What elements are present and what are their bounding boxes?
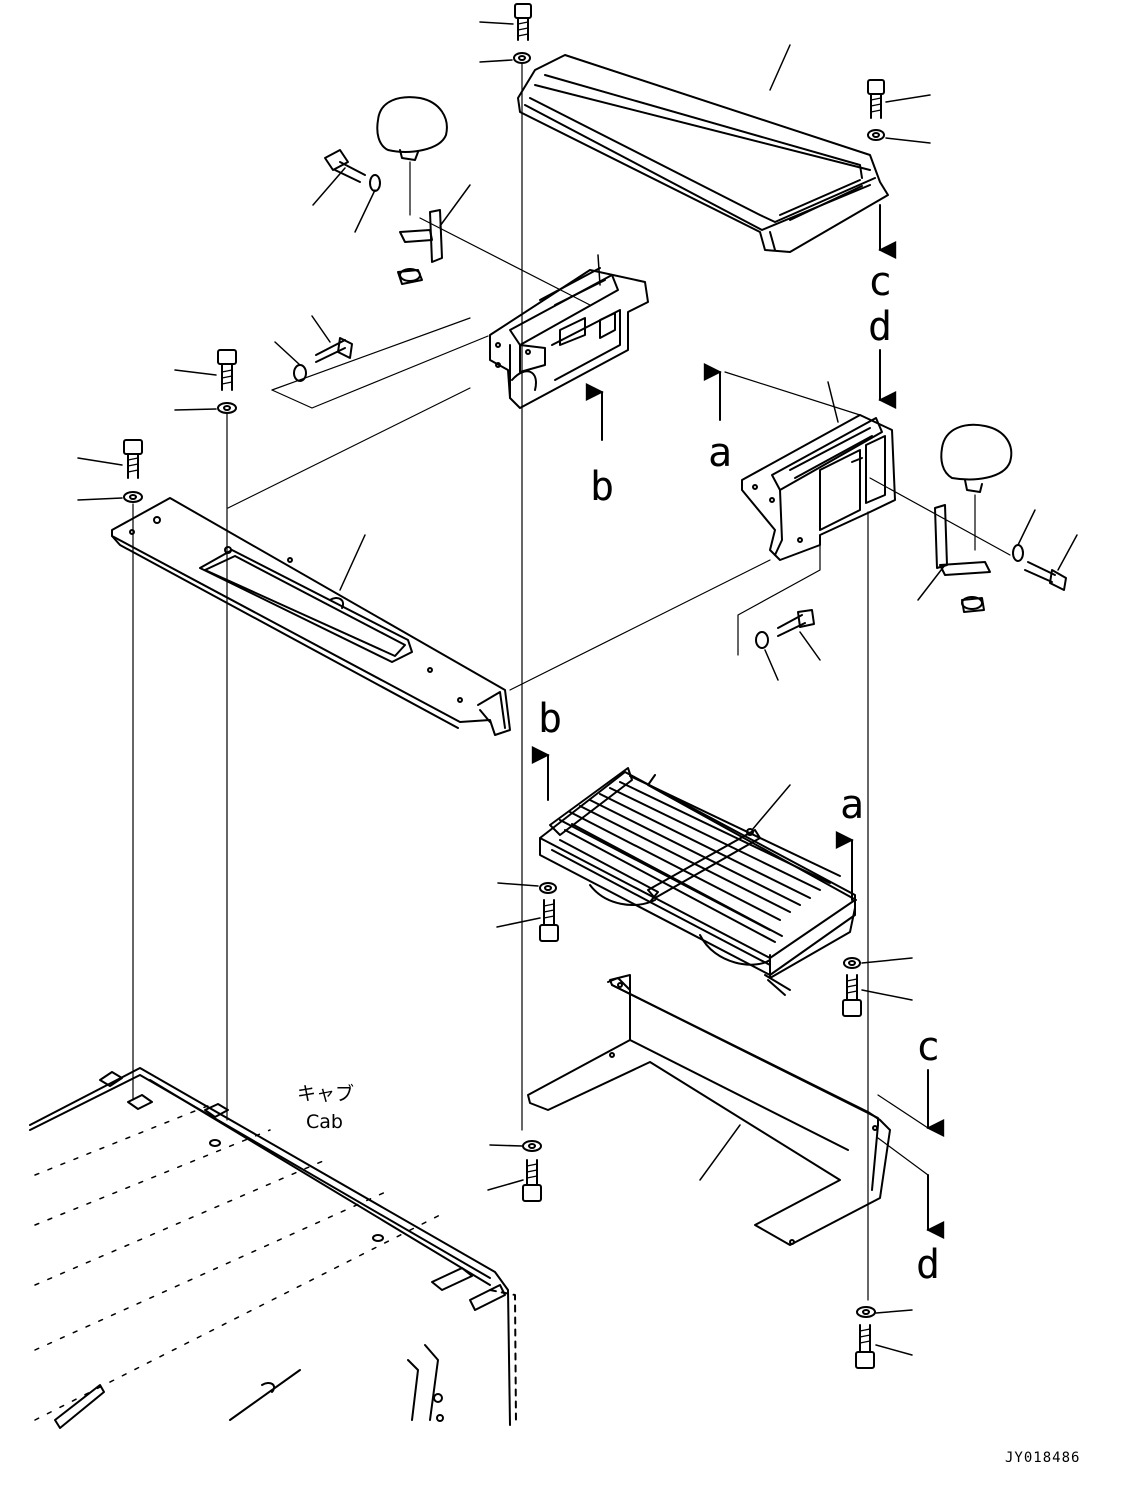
nut-right bbox=[961, 596, 985, 613]
bolt-under-unit-left bbox=[496, 899, 559, 942]
bolt-under-unit-right bbox=[842, 974, 913, 1017]
label-b-upper: b bbox=[590, 464, 614, 510]
lower-support-bracket bbox=[527, 974, 891, 1246]
bolt-bottom-right bbox=[855, 1324, 913, 1369]
washer-under-unit-right bbox=[843, 957, 913, 969]
nut-left bbox=[397, 268, 423, 285]
bolt-center-left bbox=[274, 315, 353, 382]
bolt-lower-left bbox=[487, 1159, 542, 1202]
washer-under-unit-left bbox=[497, 882, 557, 894]
bolt-lamp-left bbox=[312, 149, 381, 233]
bolt-lamp-right bbox=[1012, 509, 1078, 591]
center-bracket-upper bbox=[489, 254, 649, 409]
washer-bottom-right bbox=[856, 1306, 913, 1318]
cab-label-jp: キャブ bbox=[297, 1082, 354, 1105]
cab-label-en: Cab bbox=[306, 1111, 343, 1133]
drawing-code: JY018486 bbox=[1005, 1450, 1080, 1466]
mounting-plate-long bbox=[111, 497, 511, 736]
bolt-top-left bbox=[479, 3, 532, 41]
lamp-bracket-right bbox=[917, 504, 991, 601]
top-cover bbox=[517, 44, 889, 253]
work-lamp-left bbox=[376, 96, 448, 216]
label-d-upper: d bbox=[868, 304, 892, 350]
label-a-lower: a bbox=[840, 782, 864, 828]
bolt-mid-left bbox=[174, 349, 237, 414]
washer-lower-left bbox=[489, 1140, 542, 1152]
label-d-lower: d bbox=[916, 1242, 940, 1288]
lamp-bracket-left bbox=[399, 184, 471, 263]
work-lamp-right bbox=[940, 423, 1013, 551]
right-bracket bbox=[741, 381, 896, 561]
bolt-far-left bbox=[77, 439, 143, 503]
reference-labels: c d a b b a c d bbox=[538, 259, 940, 1288]
condenser-unit bbox=[539, 767, 857, 996]
label-b-lower: b bbox=[538, 696, 562, 742]
washer-top-right bbox=[867, 129, 931, 144]
bolt-top-right bbox=[867, 79, 931, 119]
label-c-lower: c bbox=[916, 1024, 940, 1070]
label-a-upper: a bbox=[708, 430, 732, 476]
washer-top-left bbox=[479, 52, 531, 64]
bolt-center-right bbox=[755, 609, 821, 681]
label-c-upper: c bbox=[868, 259, 892, 305]
cab-roof bbox=[29, 1067, 517, 1429]
